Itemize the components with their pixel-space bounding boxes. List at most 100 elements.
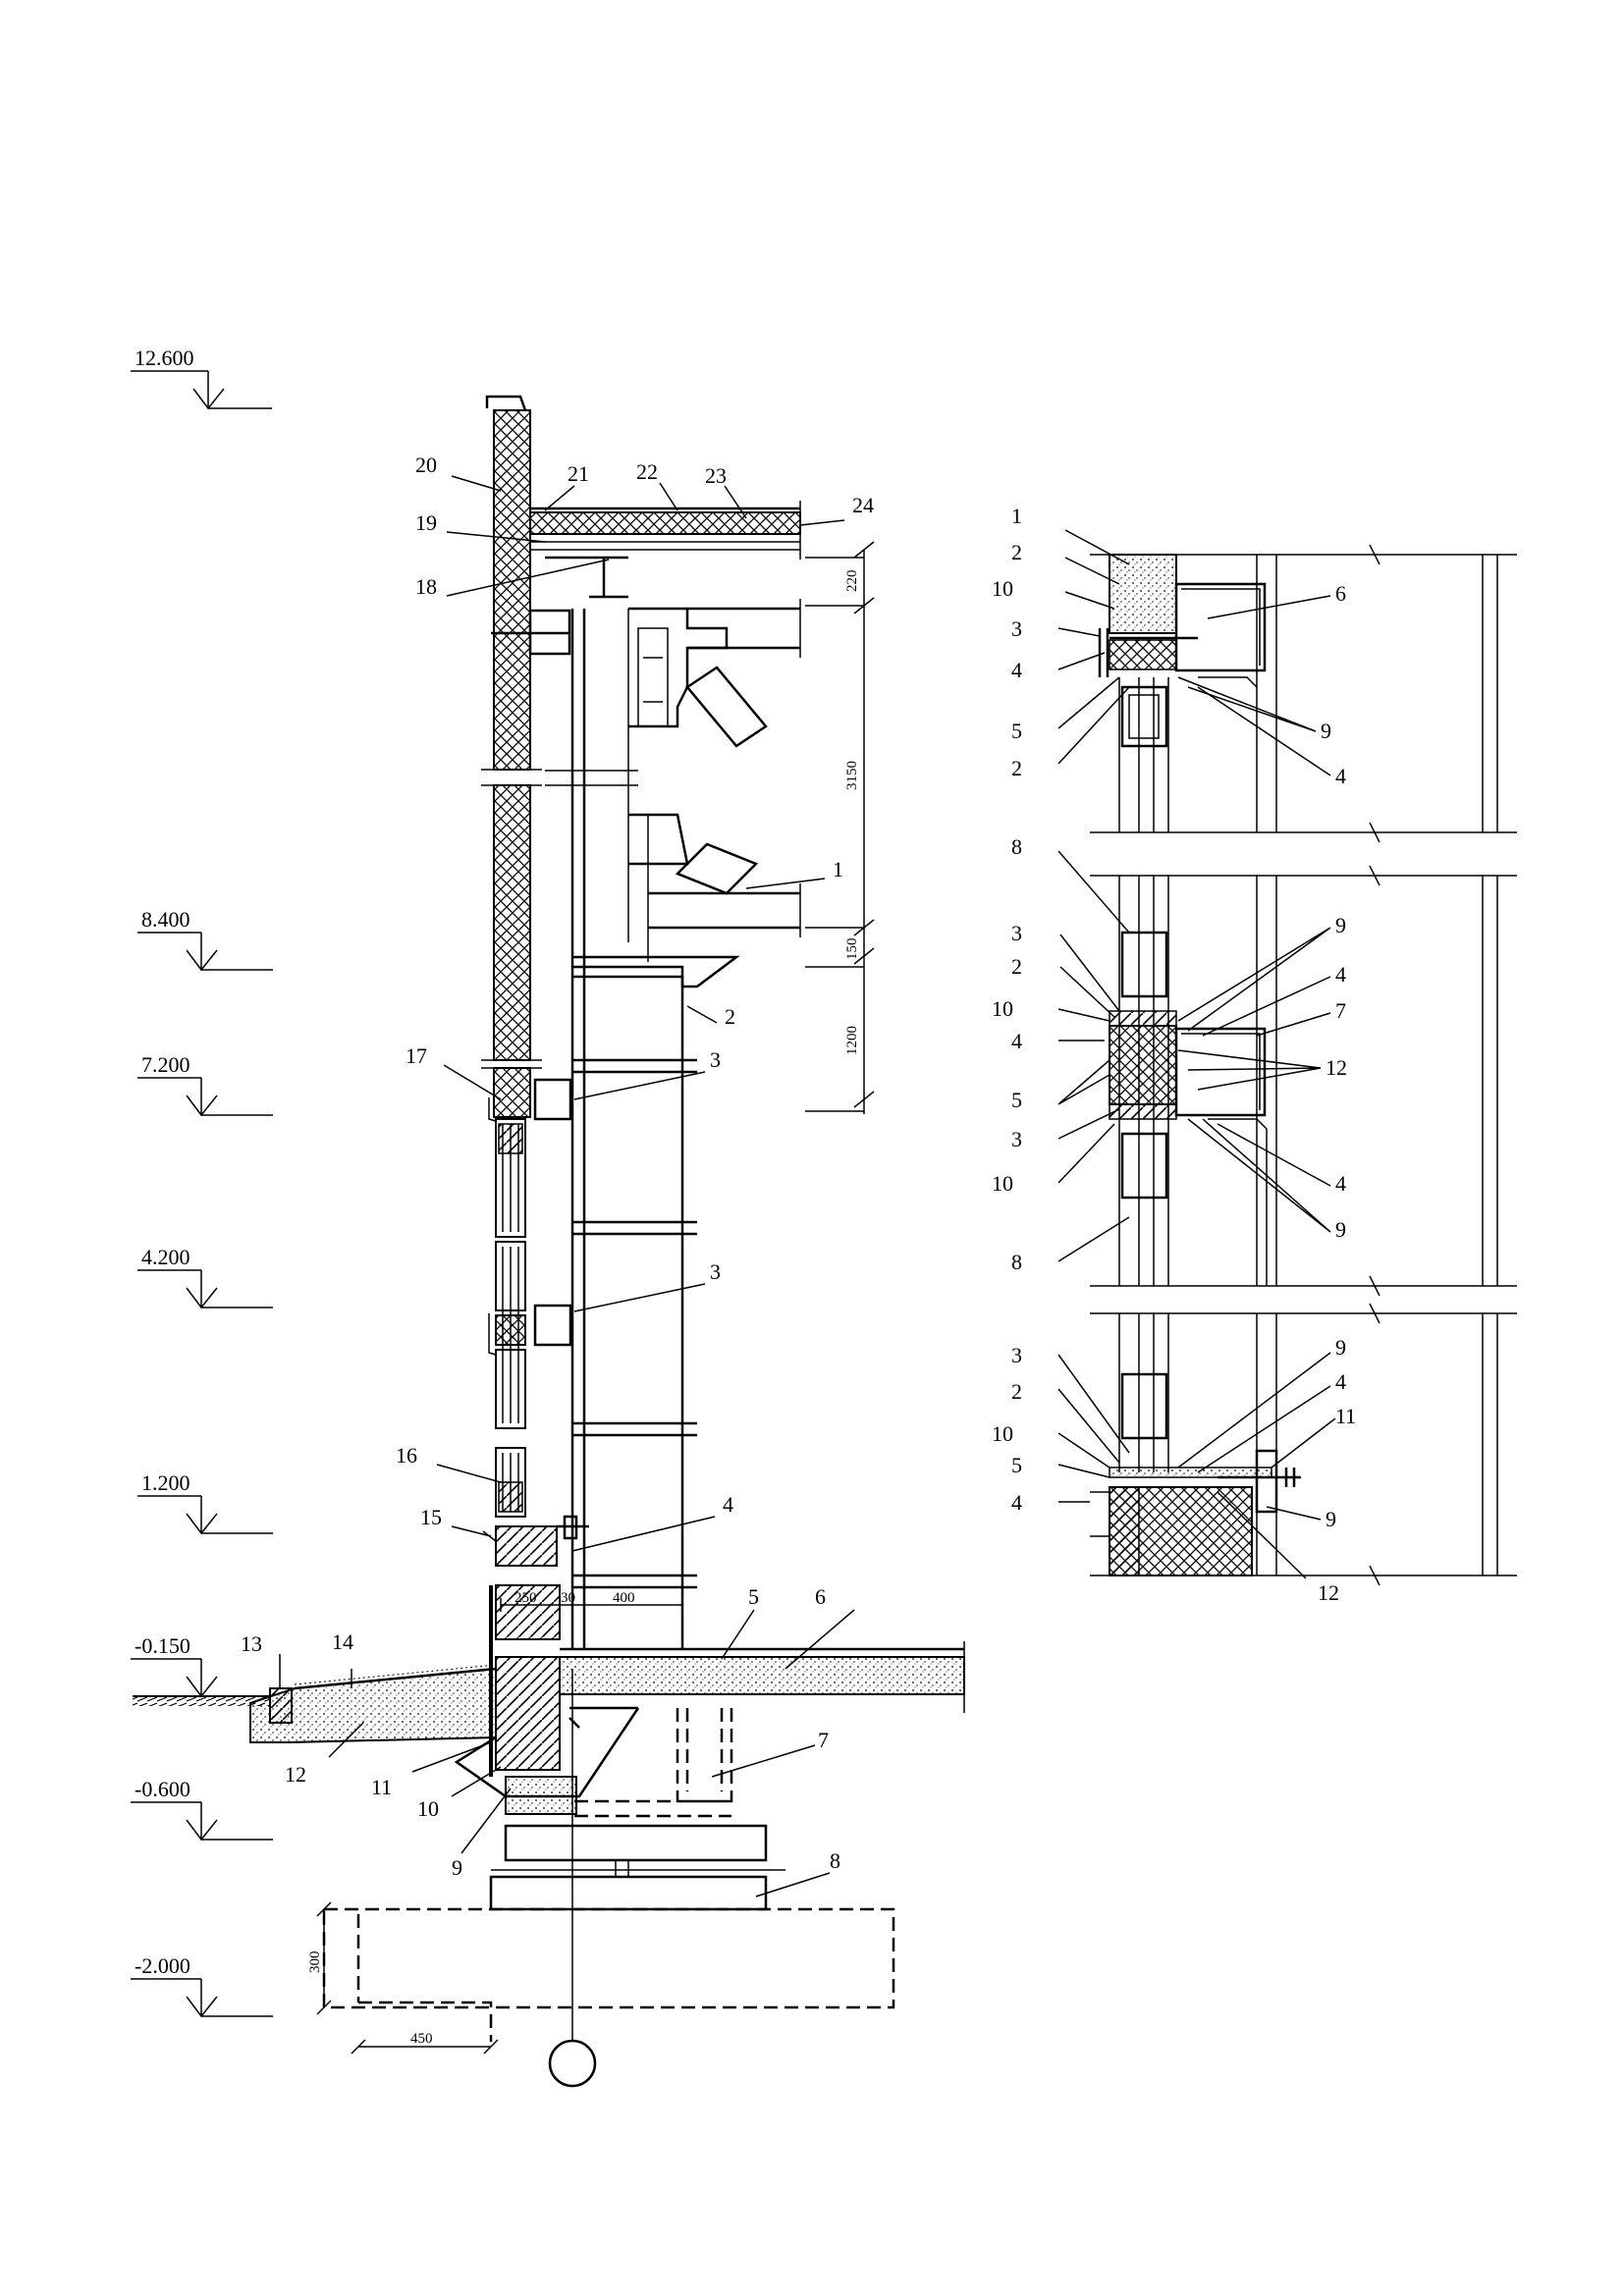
label-detail-bot-l10: 10 [992,1421,1013,1446]
label-detail-bot-l3: 3 [1011,1343,1022,1367]
girt-7200 [533,1078,572,1121]
label-section-labels-l23: 23 [705,463,727,488]
label-section-labels-l15: 15 [420,1505,442,1529]
label-elevations-2: 7.200 [141,1052,190,1077]
label-section-labels-l3a: 3 [710,1047,721,1072]
label-detail-mid-l9b: 9 [1335,1217,1346,1242]
label-section-labels-l4: 4 [723,1492,733,1517]
main-section-callouts: 20 21 22 23 24 19 18 1 2 3 17 3 16 15 4 … [241,453,874,1897]
sandwich-panel-middle [493,784,531,1061]
label-section-labels-l13: 13 [241,1631,262,1656]
label-section-labels-l7: 7 [818,1728,829,1752]
label-section-labels-l19: 19 [415,510,437,535]
label-section-labels-l6: 6 [815,1584,826,1609]
label-section-labels-l14: 14 [332,1629,353,1654]
label-detail-mid-l4b: 4 [1335,962,1346,987]
label-section-labels-l10: 10 [417,1796,439,1821]
detail-mid: 8 3 2 10 4 5 3 10 8 9 4 7 12 4 9 [992,834,1517,1297]
label-elevations-7: -2.000 [135,1953,190,1978]
label-detail-top-l10: 10 [992,576,1013,601]
label-detail-bot-l11: 11 [1335,1404,1356,1428]
label-section-labels-l24: 24 [852,493,874,517]
label-detail-mid-l9a: 9 [1335,913,1346,937]
label-section-labels-l20: 20 [415,453,437,477]
label-detail-mid-l4c: 4 [1335,1171,1346,1196]
curb [269,1687,293,1724]
floor-slab [559,1656,965,1695]
label-detail-bot-l4a: 4 [1011,1490,1022,1515]
label-detail-top-l1: 1 [1011,504,1022,528]
label-section-labels-l21: 21 [568,461,589,486]
sandwich-panel-upper [493,409,531,771]
elevation-marker-1200: 1.200 [137,1470,273,1535]
window-frame-lower [495,1447,526,1518]
sandwich-panel-lower [493,1067,531,1118]
girt-4200 [533,1304,572,1347]
label-detail-bot-l2: 2 [1011,1379,1022,1404]
detail-top: 1 2 10 3 4 5 2 6 9 4 [992,504,1517,843]
label-elevations-0: 12.600 [135,346,194,370]
sill-block [495,1525,558,1567]
label-section-labels-l8: 8 [830,1848,840,1873]
label-detail-mid-l3a: 3 [1011,921,1022,945]
elevation-marker-7200: 7.200 [137,1052,273,1117]
elevation-marker-8400: 8.400 [137,907,273,972]
grade-beam [495,1656,561,1771]
label-detail-mid-l10a: 10 [992,996,1013,1021]
elevation-marker-minus0150: -0.150 [131,1633,255,1698]
label-detail-bot-l5: 5 [1011,1453,1022,1477]
label-detail-top-l2a: 2 [1011,540,1022,564]
pile-marker [548,2039,597,2088]
label-detail-top-l4b: 4 [1335,764,1346,788]
label-elevations-1: 8.400 [141,907,190,932]
main-section-dimensions: 220 3150 150 1200 250 30 400 300 450 [307,541,875,2055]
label-detail-top-l6: 6 [1335,581,1346,606]
elevation-marker-minus0600: -0.600 [131,1777,273,1842]
roof-insulation [529,511,801,535]
label-detail-top-l3: 3 [1011,616,1022,641]
label-dimensions-v-1200: 1200 [844,1026,860,1055]
label-detail-bot-l9b: 9 [1326,1507,1336,1531]
label-dimensions-v-220: 220 [844,570,860,593]
label-detail-mid-l5: 5 [1011,1088,1022,1112]
label-detail-bot-l4b: 4 [1335,1369,1346,1394]
label-detail-mid-l4a: 4 [1011,1029,1022,1053]
label-section-labels-l11: 11 [371,1775,392,1799]
label-detail-mid-l3b: 3 [1011,1127,1022,1151]
label-section-labels-l5: 5 [748,1584,759,1609]
elevation-marker-4200: 4.200 [137,1245,273,1309]
label-section-labels-l12: 12 [285,1762,306,1787]
label-section-labels-l16: 16 [396,1443,417,1468]
main-wall-section [133,395,965,2088]
label-section-labels-l17: 17 [406,1043,427,1068]
label-dimensions-h-250: 250 [514,1590,537,1606]
label-detail-mid-l2: 2 [1011,954,1022,979]
label-section-labels-l2: 2 [725,1004,735,1029]
label-section-labels-l3b: 3 [710,1259,721,1284]
label-detail-bot-l12: 12 [1318,1580,1339,1605]
label-detail-top-l2b: 2 [1011,756,1022,780]
label-elevations-3: 4.200 [141,1245,190,1269]
label-detail-top-l9: 9 [1321,719,1331,743]
label-detail-mid-l8b: 8 [1011,1250,1022,1274]
label-detail-bot-l9a: 9 [1335,1335,1346,1360]
label-detail-mid-l7: 7 [1335,998,1346,1023]
label-elevations-6: -0.600 [135,1777,190,1801]
elevation-marker-minus2000: -2.000 [131,1953,273,2018]
label-dimensions-h-30: 30 [561,1590,575,1606]
label-elevations-4: 1.200 [141,1470,190,1495]
label-section-labels-l18: 18 [415,574,437,599]
label-dimensions-v-300: 300 [307,1951,323,1974]
label-detail-mid-l12: 12 [1326,1055,1347,1080]
label-section-labels-l9: 9 [452,1855,462,1880]
label-dimensions-h-400: 400 [613,1590,635,1606]
label-elevations-5: -0.150 [135,1633,190,1658]
label-section-labels-l22: 22 [636,459,658,484]
window-frame-upper [495,1118,526,1238]
label-dimensions-v-3150: 3150 [844,761,860,790]
label-detail-mid-l10b: 10 [992,1171,1013,1196]
label-dimensions-v-150: 150 [844,938,860,961]
elevation-marker-12600: 12.600 [131,346,272,410]
window-frame-middle [495,1241,526,1429]
